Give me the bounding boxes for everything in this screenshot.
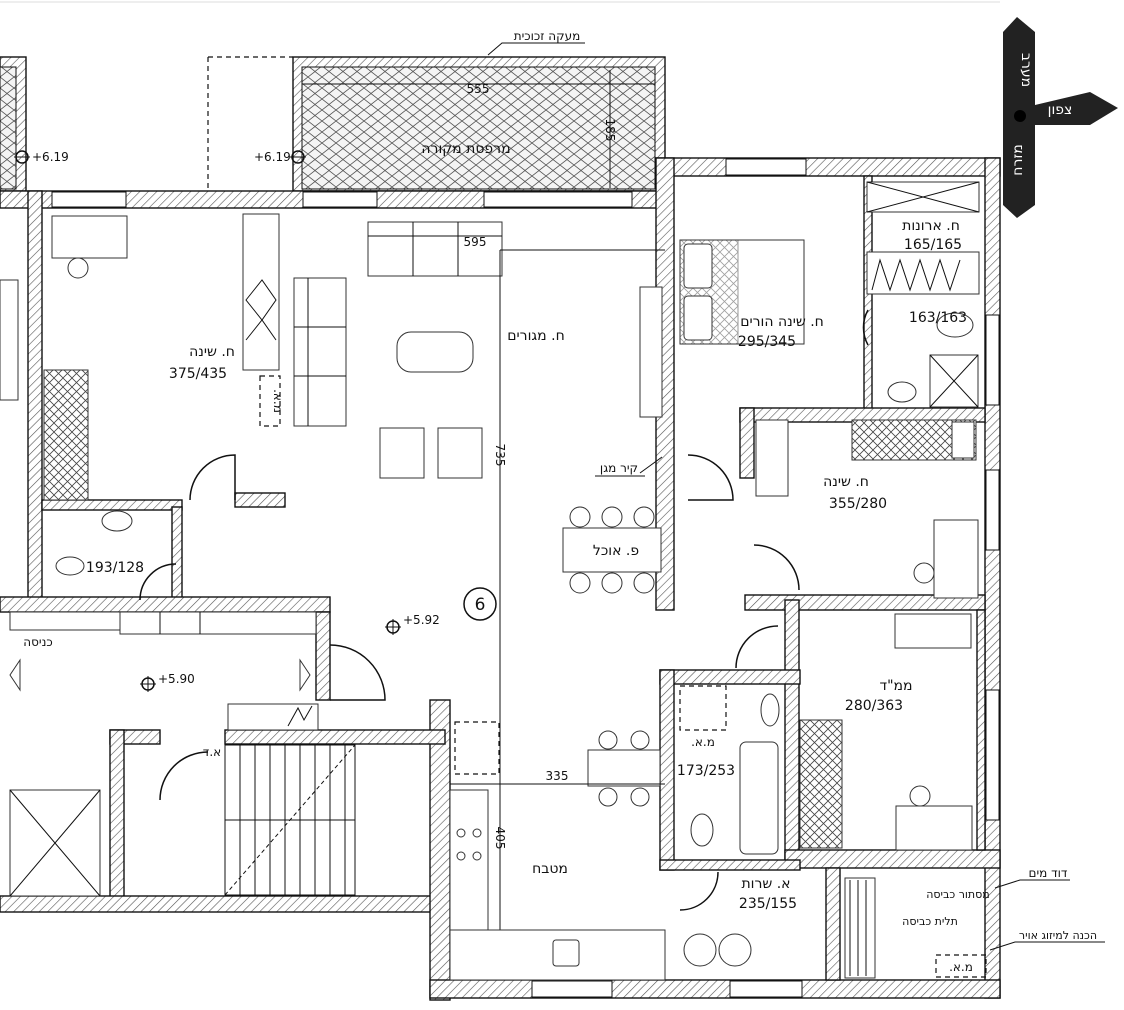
room-entrance-name: כניסה (23, 635, 52, 649)
label-ac-prep: הכנה למיזוג אויר (1019, 929, 1097, 942)
doors (139, 309, 869, 911)
room-bedroom-right-size: 355/280 (829, 496, 887, 512)
compass-west-label: מערב (1018, 53, 1034, 87)
room-closets-size: 165/165 (904, 237, 962, 253)
dim-living-h: 735 (493, 444, 507, 467)
terrace (0, 56, 666, 192)
room-bedroom-right-name: ח. שינה (823, 474, 869, 490)
annotations: מעקה זכוכית קיר מגן דוד מים מסתור כביסה … (203, 29, 1105, 978)
dim-terrace-h: 185 (603, 119, 617, 142)
room-dining-name: פ. אוכל (593, 543, 639, 559)
dimensions: 555 185 595 735 335 405 (450, 82, 665, 849)
label-guard-wall: קיר מגן (600, 461, 638, 475)
room-bath-small-size: 173/253 (677, 763, 735, 779)
unit-number: 6 (475, 595, 486, 615)
level-living: +5.92 (403, 613, 440, 627)
level-terrace-a: +6.19 (32, 150, 69, 164)
room-master-name: ח. שינה הורים (740, 314, 824, 330)
room-living-name: ח. מגורים (507, 328, 564, 344)
compass-north-label: צפון (1048, 102, 1073, 118)
label-glass-railing: מעקה זכוכית (514, 29, 581, 43)
compass: צפון מערב מזרח (1003, 17, 1118, 218)
level-entry: +5.90 (158, 672, 195, 686)
label-laundry-hang: תלית כביסה (902, 915, 958, 928)
room-labels: ח. שינה 375/435 ח. מגורים ח. שינה הורים … (23, 141, 967, 912)
unit-number-badge: 6 (463, 587, 497, 621)
dim-kitchen-w: 335 (546, 769, 569, 783)
compass-east-label: מזרח (1010, 144, 1026, 175)
room-terrace-name: מרפסת מקורה (421, 141, 510, 157)
level-terrace-b: +6.19 (254, 150, 291, 164)
room-service-name: א. שרות (741, 876, 790, 892)
room-mamad-size: 280/363 (845, 698, 903, 714)
room-wc-left-size: 193/128 (86, 560, 144, 576)
room-master-size: 295/345 (738, 334, 796, 350)
dim-living-w: 595 (464, 235, 487, 249)
dim-kitchen-h: 405 (493, 827, 507, 850)
room-service-size: 235/155 (739, 896, 797, 912)
label-laundry-hide: מסתור כביסה (926, 888, 990, 901)
room-kitchen-name: מטבח (532, 861, 568, 877)
room-mamad-name: ממ"ד (879, 678, 912, 694)
windows (51, 158, 1000, 998)
room-closets-name: ח. ארונות (902, 218, 960, 234)
room-bedroom-left-name: ח. שינה (189, 344, 235, 360)
label-md-service: מ.א. (949, 960, 973, 974)
room-bedroom-left-size: 375/435 (169, 366, 227, 382)
level-markers: +6.19 +6.19 +5.92 +5.90 (14, 150, 440, 692)
label-stair: א.ד (203, 745, 221, 759)
room-master-bath-size: 163/163 (909, 310, 967, 326)
furniture (0, 181, 980, 981)
label-md-bath: מ.א. (691, 735, 715, 749)
dim-terrace-w: 555 (467, 82, 490, 96)
label-water-heater: דוד מים (1029, 866, 1068, 880)
label-md-bedroom: מ.א. (271, 389, 285, 413)
